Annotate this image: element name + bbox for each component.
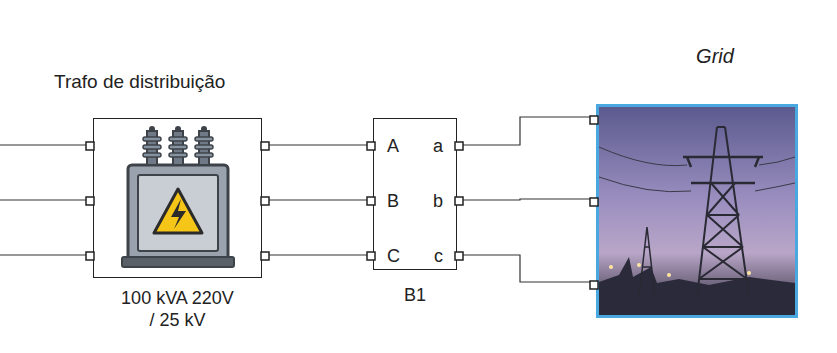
lightning-bolt — [171, 199, 186, 229]
transformer-base — [122, 257, 234, 267]
bushing-top — [175, 126, 181, 132]
wire-connector — [262, 254, 373, 255]
block-art — [374, 119, 456, 269]
bushing-ring — [169, 137, 187, 141]
bushing-top — [201, 126, 207, 132]
grid-block: Grid — [596, 104, 798, 318]
port-label: A — [387, 135, 399, 157]
light — [667, 273, 671, 277]
port-label: a — [433, 135, 443, 157]
block-title: Trafo de distribuição — [54, 71, 225, 93]
transformer-panel — [138, 175, 218, 251]
port-square — [261, 252, 269, 260]
block-rating: 100 kVA 220V / 25 kV — [121, 287, 235, 331]
port-square — [261, 197, 269, 205]
port-square — [86, 252, 94, 260]
bushing-ring — [169, 153, 187, 157]
wire-connector — [262, 144, 373, 145]
port-square — [590, 281, 598, 289]
light — [609, 265, 613, 269]
port-square — [86, 197, 94, 205]
wire-connector — [262, 199, 373, 200]
bushing-top — [149, 126, 155, 132]
block-art — [94, 119, 261, 277]
port-square — [86, 142, 94, 150]
block-art — [599, 107, 795, 315]
warning-triangle — [154, 189, 202, 233]
far-pylon — [639, 227, 655, 297]
port-label: C — [387, 245, 400, 267]
bushing-ring — [195, 145, 213, 149]
port-label: B — [387, 190, 399, 212]
port-square — [367, 142, 375, 150]
port-square — [455, 142, 463, 150]
power-lines — [599, 147, 795, 192]
wire-connector — [457, 199, 596, 200]
bushing-ring — [143, 153, 161, 157]
port-square — [455, 252, 463, 260]
busbar-block: AaBbCcB1 — [373, 118, 457, 270]
wire-connector — [457, 255, 596, 282]
port-label: b — [433, 190, 443, 212]
light — [747, 271, 751, 275]
port-square — [590, 198, 598, 206]
port-square — [590, 116, 598, 124]
port-square — [261, 142, 269, 150]
bushing-ring — [143, 137, 161, 141]
block-name: B1 — [404, 284, 426, 306]
transformer-block: Trafo de distribuição100 kVA 220V / 25 k… — [93, 118, 262, 278]
port-square — [455, 197, 463, 205]
port-square — [367, 252, 375, 260]
input-wire — [0, 254, 89, 255]
bushing-ring — [195, 137, 213, 141]
port-label: c — [434, 245, 443, 267]
pylon — [697, 127, 749, 297]
transformer-body — [128, 165, 228, 261]
industrial-skyline — [599, 257, 795, 315]
bushing-ring — [143, 145, 161, 149]
input-wire — [0, 199, 89, 200]
pylon-arms — [683, 157, 763, 183]
bushing-ring — [169, 145, 187, 149]
light — [637, 263, 641, 267]
block-title: Grid — [696, 45, 734, 67]
bushing-ring — [195, 153, 213, 157]
input-wire — [0, 144, 89, 145]
wire-connector — [457, 117, 596, 145]
port-square — [367, 197, 375, 205]
sky — [599, 107, 795, 315]
